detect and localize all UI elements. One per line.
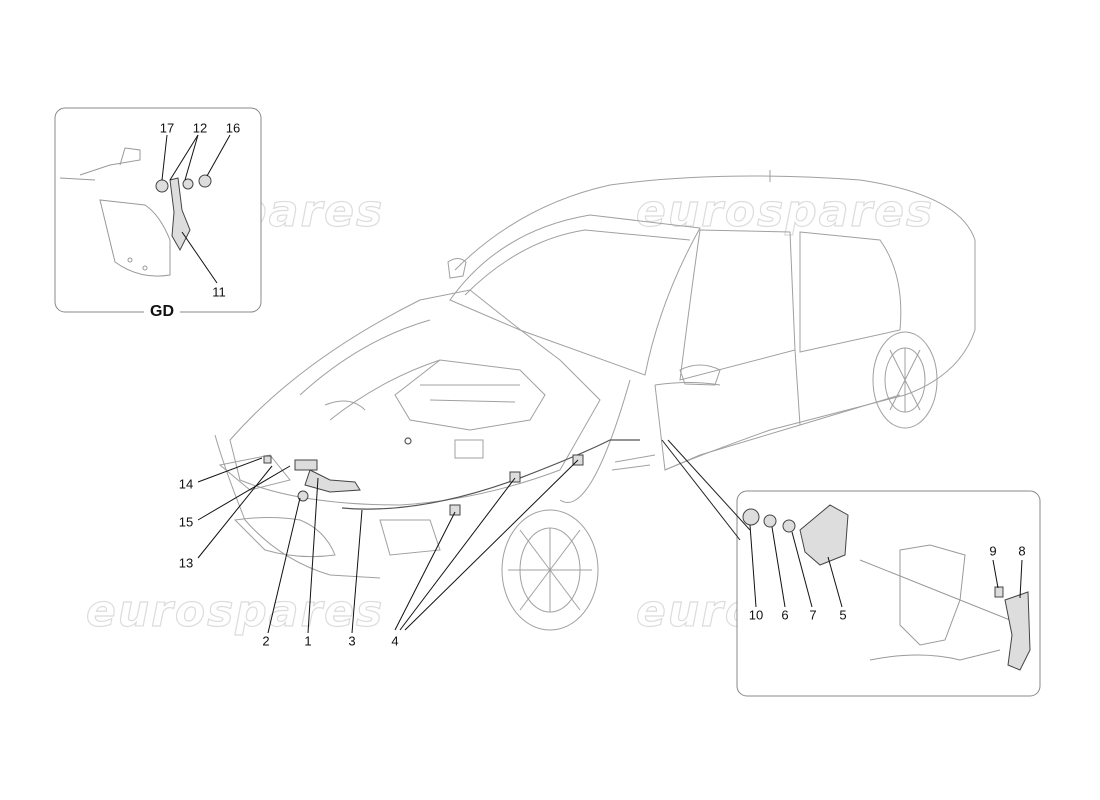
callout-1: 1 (304, 633, 312, 649)
inset-frame-gd (54, 107, 262, 313)
inset-label-gd: GD (144, 303, 180, 321)
car-outline (214, 170, 976, 631)
callout-7: 7 (809, 607, 817, 623)
inset-connector-lines (661, 439, 751, 541)
callout-11: 11 (212, 284, 226, 300)
inset-right-bracket (859, 544, 1011, 661)
callout-10: 10 (748, 607, 764, 623)
callout-14: 14 (178, 476, 194, 492)
watermark-bottom-left: eurospares (85, 585, 385, 637)
callout-8: 8 (1018, 543, 1026, 559)
callout-12: 12 (192, 120, 208, 136)
callout-17: 17 (159, 120, 175, 136)
inset-right-parts (742, 504, 1031, 671)
watermark-top-right: eurospares (635, 185, 935, 237)
callout-13: 13 (178, 555, 194, 571)
callout-16: 16 (225, 120, 241, 136)
callout-4: 4 (391, 633, 399, 649)
callout-6: 6 (781, 607, 789, 623)
release-cable (341, 437, 640, 510)
callout-2: 2 (262, 633, 270, 649)
callout-3: 3 (348, 633, 356, 649)
leader-lines (161, 134, 1023, 634)
callout-9: 9 (989, 543, 997, 559)
inset-gd-parts (155, 174, 212, 252)
inset-gd-bracket (59, 147, 171, 277)
callout-5: 5 (839, 607, 847, 623)
callout-15: 15 (178, 514, 194, 530)
latch-parts (263, 454, 584, 516)
